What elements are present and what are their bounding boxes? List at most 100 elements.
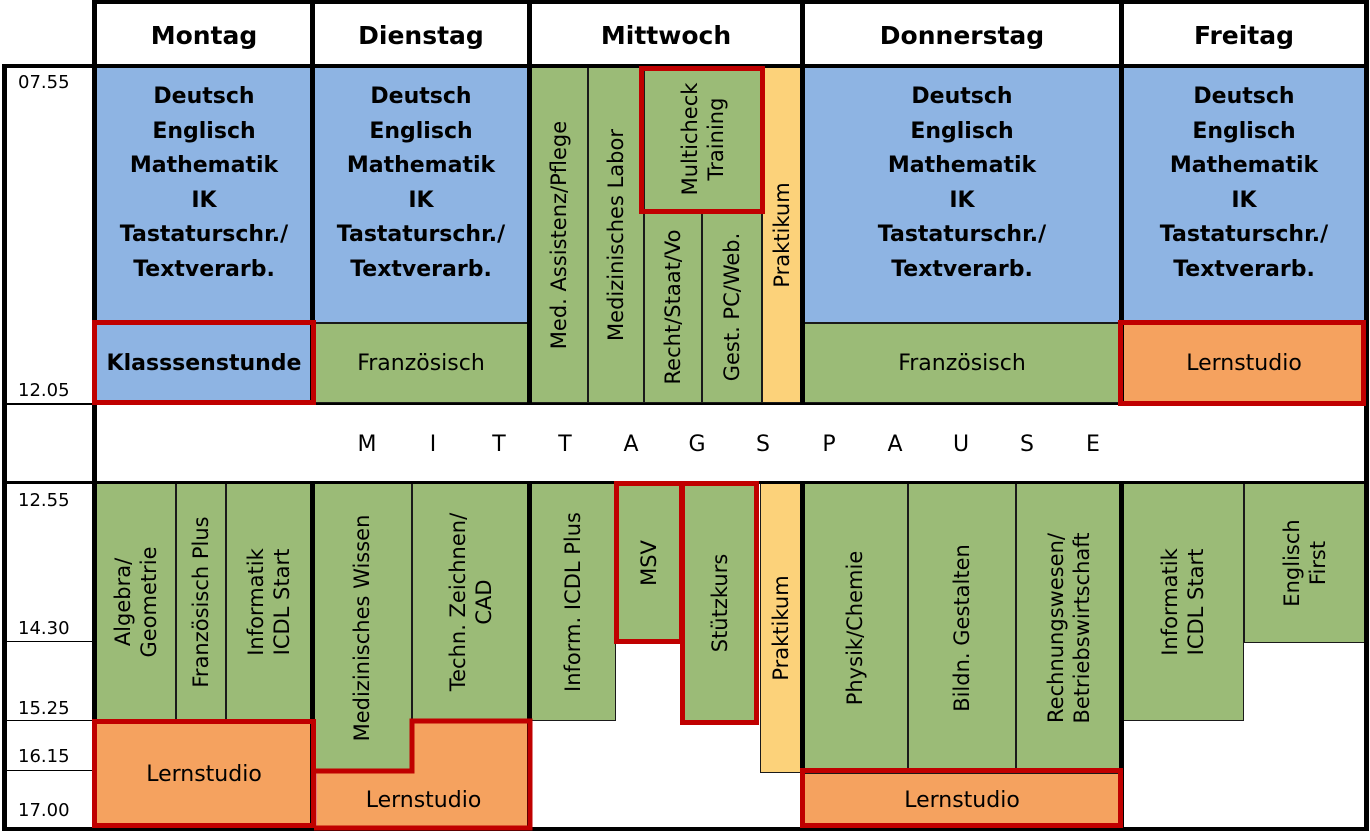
montag-franz-plus-label: Französisch Plus [189,516,213,688]
time-label: 14.30 [18,618,70,639]
mittwoch-recht-label: Recht/Staat/Vo [661,229,685,385]
montag-algebra-label: Algebra/ Geometrie [111,546,161,658]
dienstag-med-wissen-label: Medizinisches Wissen [350,514,374,742]
time-label: 17.00 [18,800,70,821]
subject-textverarb: Textverarb. [1173,256,1315,282]
subject-textverarb: Textverarb. [891,256,1033,282]
montag-klassenstunde: Klasssenstunde [96,323,312,403]
mittwoch-praktikum-afternoon: Praktikum [760,483,802,773]
montag-informatik: Informatik ICDL Start [226,483,312,721]
subject-englisch: Englisch [910,118,1014,144]
border-day [800,483,805,830]
border-day [310,0,315,405]
dienstag-lernstudio: Lernstudio [317,773,530,827]
mittwoch-stuetzkurs: Stützkurs [682,483,758,723]
donnerstag-physik: Physik/Chemie [802,483,908,773]
montag-informatik-label: Informatik ICDL Start [244,548,294,656]
border-right [1364,0,1369,830]
subject-textverarb: Textverarb. [133,256,275,282]
header-mittwoch: Mittwoch [530,4,802,67]
border-bottom [2,827,1369,831]
dienstag-techn-zeichnen: Techn. Zeichnen/ CAD [412,483,530,721]
subject-englisch: Englisch [1192,118,1296,144]
mittwoch-praktikum-pm-label: Praktikum [769,575,793,681]
subject-mathematik: Mathematik [346,153,496,178]
montag-franz-plus: Französisch Plus [176,483,226,721]
mittwoch-med-assistenz: Med. Assistenz/Pflege [530,67,588,403]
mp-letter: T [492,431,506,457]
freitag-morning-block: Deutsch Englisch Mathematik IK Tastaturs… [1122,67,1366,323]
mittwoch-multicheck: Multicheck Training [644,67,762,211]
donnerstag-bildn-gestalten: Bildn. Gestalten [908,483,1016,773]
donnerstag-bildn-label: Bildn. Gestalten [950,544,974,712]
time-label: 12.05 [18,380,70,401]
montag-lernstudio: Lernstudio [96,721,312,827]
mittagspause-banner: M I T T A G S P A U S E [96,405,1364,483]
freitag-lernstudio: Lernstudio [1122,323,1366,403]
header-donnerstag: Donnerstag [802,4,1122,67]
subject-deutsch: Deutsch [153,84,255,109]
montag-morning-block: Deutsch Englisch Mathematik IK Tastaturs… [96,67,312,323]
mittwoch-gest-pc-label: Gest. PC/Web. [720,232,744,382]
subject-ik: IK [1231,187,1257,213]
header-dienstag: Dienstag [312,4,530,67]
mittwoch-msv: MSV [616,483,682,643]
mp-letter: G [688,431,706,457]
subject-ik: IK [191,187,217,213]
subject-ik: IK [949,187,975,213]
border-montag-left [92,0,97,830]
donnerstag-franzoesisch: Französisch [802,323,1122,403]
mittwoch-praktikum-label: Praktikum [770,182,794,288]
mittwoch-msv-label: MSV [637,540,661,586]
subject-tastatur: Tastaturschr./ [1159,222,1329,247]
border-header [2,64,1369,68]
border-day [1119,0,1124,405]
border-left [2,65,7,830]
freitag-informatik-label: Informatik ICDL Start [1158,548,1208,656]
border-day [527,483,532,830]
subject-deutsch: Deutsch [370,84,472,109]
time-label: 16.15 [18,746,70,767]
dienstag-franzoesisch: Französisch [312,323,530,403]
border-day [800,0,805,405]
subject-tastatur: Tastaturschr./ [336,222,506,247]
subject-mathematik: Mathematik [887,153,1037,178]
mittwoch-med-assistenz-label: Med. Assistenz/Pflege [547,120,571,350]
border-pause-top [2,403,1369,405]
subject-mathematik: Mathematik [129,153,279,178]
mp-letter: M [357,431,377,457]
time-divider [4,720,96,721]
dienstag-med-wissen: Medizinisches Wissen [312,483,412,773]
freitag-englisch-first: Englisch First [1244,483,1366,643]
header-freitag: Freitag [1122,4,1366,67]
dienstag-techn-zeichnen-label: Techn. Zeichnen/ CAD [446,512,496,692]
subject-deutsch: Deutsch [1193,84,1295,109]
mp-letter: U [952,431,970,457]
time-divider [4,641,96,642]
mp-letter: A [623,431,639,457]
time-label: 12.55 [18,490,70,511]
mp-letter: T [558,431,572,457]
subject-tastatur: Tastaturschr./ [877,222,1047,247]
mittwoch-med-labor: Medizinisches Labor [588,67,644,403]
subject-englisch: Englisch [152,118,256,144]
freitag-informatik: Informatik ICDL Start [1122,483,1244,721]
subject-tastatur: Tastaturschr./ [119,222,289,247]
mittwoch-med-labor-label: Medizinisches Labor [604,129,628,341]
time-label: 07.55 [18,72,70,93]
border-top [92,0,1369,4]
donnerstag-lernstudio: Lernstudio [802,773,1122,827]
dienstag-morning-block: Deutsch Englisch Mathematik IK Tastaturs… [312,67,530,323]
mittwoch-gest-pc: Gest. PC/Web. [702,211,762,403]
subject-ik: IK [408,187,434,213]
mittwoch-inform-icdl: Inform. ICDL Plus [530,483,616,721]
border-pause-bottom [2,481,1369,484]
header-montag: Montag [96,4,312,67]
donnerstag-rechnungswesen-label: Rechnungswesen/ Betriebswirtschaft [1044,532,1094,724]
mp-letter: E [1086,431,1100,457]
border-day [527,0,532,405]
subject-textverarb: Textverarb. [350,256,492,282]
mittwoch-recht: Recht/Staat/Vo [644,211,702,403]
subject-mathematik: Mathematik [1169,153,1319,178]
donnerstag-rechnungswesen: Rechnungswesen/ Betriebswirtschaft [1016,483,1122,773]
